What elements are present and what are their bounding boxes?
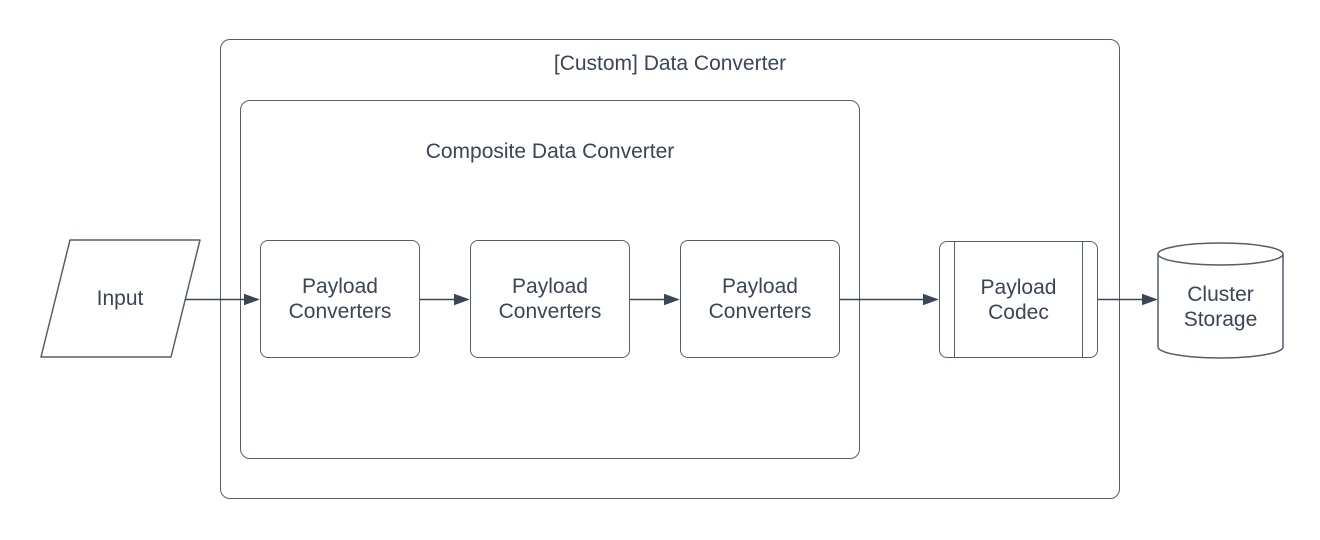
label-line: Payload	[980, 275, 1057, 299]
payload-codec-label: Payload Codec	[981, 275, 1057, 325]
label-line: Converters	[498, 300, 602, 323]
cluster-storage-label: Cluster Storage	[1184, 282, 1258, 332]
payload-converters-label-2: Payload Converters	[499, 274, 602, 324]
payload-converters-node-2: Payload Converters	[470, 240, 630, 358]
cluster-storage-node: Cluster Storage	[1158, 252, 1283, 362]
label-line: Storage	[1183, 308, 1258, 331]
composite-data-converter-title: Composite Data Converter	[425, 140, 675, 163]
payload-converters-node-1: Payload Converters	[260, 240, 420, 358]
label-line: Converters	[288, 300, 392, 323]
label-line: Payload	[512, 275, 588, 298]
label-line: Cluster	[1187, 283, 1254, 306]
payload-converters-node-3: Payload Converters	[680, 240, 840, 358]
input-node: Input	[55, 240, 185, 357]
payload-converters-label-3: Payload Converters	[709, 274, 812, 324]
label-line: Payload	[722, 275, 798, 298]
codec-side-bar-right	[1082, 242, 1083, 357]
label-line: Input	[96, 287, 144, 310]
input-label: Input	[97, 286, 144, 311]
custom-data-converter-title: [Custom] Data Converter	[553, 52, 787, 75]
codec-side-bar-left	[954, 242, 955, 357]
label-line: Codec	[988, 300, 1049, 324]
label-line: Payload	[302, 275, 378, 298]
label-line: Converters	[708, 300, 812, 323]
payload-codec-node: Payload Codec	[939, 241, 1098, 358]
payload-converters-label-1: Payload Converters	[289, 274, 392, 324]
